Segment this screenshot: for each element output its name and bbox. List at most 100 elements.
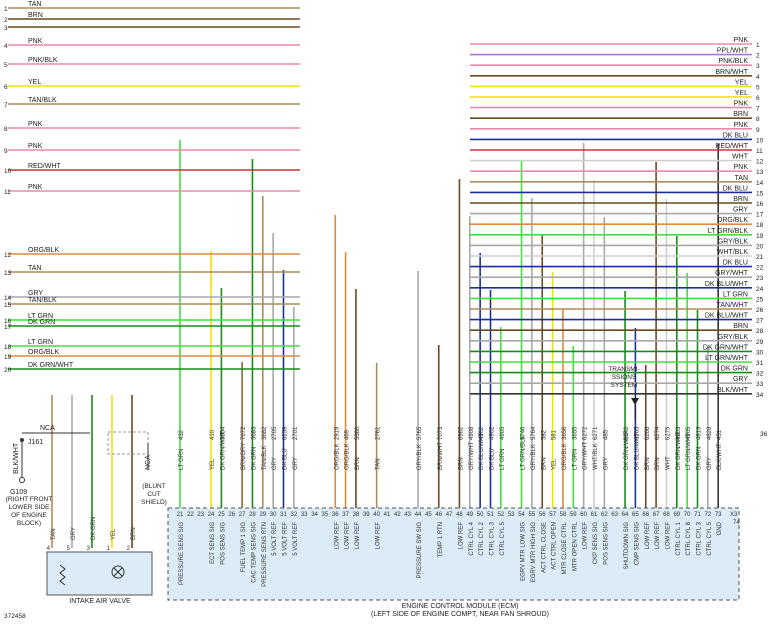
left-wire-number: 17	[4, 324, 12, 331]
ecm-pin-name: SHUTDOWN SIG	[624, 522, 630, 570]
ecm-pin-name: PRESSURE SW SIG	[417, 522, 423, 579]
right-wire-label: PNK/BLK	[718, 58, 748, 65]
left-wire-label: PNK/BLK	[28, 57, 58, 64]
ecm-pin-name: PRESSURE SENS RTN	[262, 522, 268, 587]
ecm-pin-circuit: 6265	[634, 426, 640, 440]
left-wire-number: 8	[4, 126, 8, 133]
right-wire-number: 30	[756, 349, 764, 356]
ecm-pin-wire-label: LT GRN	[179, 449, 185, 470]
left-wire-number: 10	[4, 168, 12, 175]
right-wire-label: ORG/BLK	[717, 217, 748, 224]
ecm-pin-circuit: 3656	[562, 426, 568, 440]
right-wire-label: PNK	[734, 101, 749, 108]
left-wire-number: 14	[4, 295, 12, 302]
ecm-pin-number: 63	[611, 512, 618, 518]
ecm-pin-circuit: 6266	[645, 426, 651, 440]
left-wire-number: 6	[4, 84, 8, 91]
ecm-pin-circuit: 410	[210, 429, 216, 440]
ecm-pin-number: 52	[498, 512, 505, 518]
ecm-pin-number: 31	[280, 512, 287, 518]
right-wire-number: 16	[756, 201, 764, 208]
ecm-pin-wire-label: GRY	[707, 457, 713, 470]
left-wire-number: 9	[4, 148, 8, 155]
ecm-pin-number: 23	[197, 512, 204, 518]
ecm-pin-wire-label: DK BLU	[490, 448, 496, 470]
ecm-subtitle: (LEFT SIDE OF ENGINE COMPT, NEAR FAN SHR…	[371, 611, 549, 618]
ecm-pin-number: 40	[373, 512, 380, 518]
right-wire-label: WHT/BLK	[717, 249, 748, 256]
ecm-pin-wire-label: DK GRN/WHT	[676, 431, 682, 470]
left-wire-number: 15	[4, 302, 12, 309]
ecm-pin-circuit: 4813	[697, 426, 703, 440]
ecm-pin-number: 53	[508, 512, 515, 518]
ecm-pin-wire-label: BLK/WHT	[717, 443, 723, 470]
right-wire-number: 27	[756, 318, 764, 325]
ecm-pin-circuit: 5764	[531, 426, 537, 440]
ecm-pin-number: 73	[715, 512, 722, 518]
ecm-pin-wire-label: ORG/BLK	[334, 443, 340, 470]
right-wire-label: LT GRN	[723, 291, 748, 298]
right-wire-number: 33	[756, 381, 764, 388]
ecm-pin-wire-label: TAN	[376, 458, 382, 470]
ecm-pin-number: 67	[653, 512, 660, 518]
ecm-pin-circuit: 4905	[500, 426, 506, 440]
ecm-pin-circuit: 6275	[665, 426, 671, 440]
ecm-pin-name: ACT CTRL CLOSE	[541, 522, 547, 573]
right-wire-number: 8	[756, 116, 760, 123]
right-wire-label: BLK/WHT	[717, 387, 749, 394]
right-harness: PNK1PPL/WHT2PNK/BLK3BRN/WHT4YEL5YEL6PNK7…	[470, 37, 764, 399]
ecm-pin-name: MTR OPEN CTRL	[572, 521, 578, 571]
left-wire-number: 2	[4, 17, 8, 24]
ecm-pin-wire-label: YEL	[210, 458, 216, 470]
right-wire-number: 2	[756, 53, 760, 60]
iav-pin-wire-label: TAN	[51, 528, 57, 540]
right-wire-label: BRN/WHT	[715, 69, 748, 76]
ecm-pin-number: 65	[632, 512, 639, 518]
right-wire-number: 5	[756, 84, 760, 91]
ecm-pin-circuit: 3654	[220, 426, 226, 440]
ecm-pin-circuit: 451	[717, 429, 723, 440]
right-wire-number: 29	[756, 339, 764, 346]
ecm-pin-name: EGRV MTR HIGH SIG	[531, 522, 537, 583]
iav-pin-wire-label: BRN	[131, 527, 137, 540]
ecm-pin-circuit: 2919	[334, 426, 340, 440]
ecm-pin-number: 32	[291, 512, 298, 518]
right-wire-number: 26	[756, 307, 764, 314]
g109-label: G109	[10, 489, 27, 496]
ecm-pin-name: LOW REF	[376, 522, 382, 550]
right-wire-label: PNK	[734, 122, 749, 129]
ecm-pin-circuit: 6271	[593, 426, 599, 440]
ecm-title: ENGINE CONTROL MODULE (ECM)	[402, 603, 519, 610]
ecm-pin-circuit: 4902	[490, 426, 496, 440]
ecm-pin-wire-label: BRN	[458, 457, 464, 470]
ecm-pin-name: LOW REF	[645, 522, 651, 550]
ecm-pin-circuit: 7072	[241, 426, 247, 440]
ecm-pin-wire-label: BRN	[355, 457, 361, 470]
ecm-pin-number: 47	[446, 512, 453, 518]
right-wire-label: GRY/WHT	[715, 270, 749, 277]
ecm-pin-name: POS SENS SIG	[220, 522, 226, 565]
ecm-pin-wire-label: BRN	[645, 457, 651, 470]
ecm-pin-wire-label: LT GRN	[572, 449, 578, 470]
left-wire-number: 5	[4, 62, 8, 69]
ecm-pin-name: LOW REF	[334, 522, 340, 550]
vertical-wires	[179, 140, 720, 508]
right-wire-number: 11	[756, 148, 763, 155]
transmission-box: TRANSMI- SSIONS SYSTEM	[608, 366, 639, 389]
right-wire-label: GRY	[733, 376, 748, 383]
ecm-pin-circuit: 7073	[438, 426, 444, 440]
ecm-pin-number: 22	[187, 512, 194, 518]
blunt-desc-box: (BLUNT CUT SHIELD)	[141, 483, 167, 506]
left-wire-label: PNK	[28, 184, 43, 191]
ecm-pin-circuit: 4902	[479, 426, 485, 440]
ecm-pin-number: 29	[259, 512, 266, 518]
iav-pin-number: 5	[67, 546, 71, 552]
ecm-pin-circuit: 582	[541, 429, 547, 440]
ecm-pin-wire-label: GRY/BLK	[417, 444, 423, 470]
ecm-pin-circuit: 469	[345, 429, 351, 440]
ecm-pin-number: 70	[684, 512, 691, 518]
ecm-pin-name: EGRV MTR LOW SIG	[521, 522, 527, 581]
ecm-pin-circuit: 5360	[355, 426, 361, 440]
iav-pin-wire-label: YEL	[111, 528, 117, 540]
